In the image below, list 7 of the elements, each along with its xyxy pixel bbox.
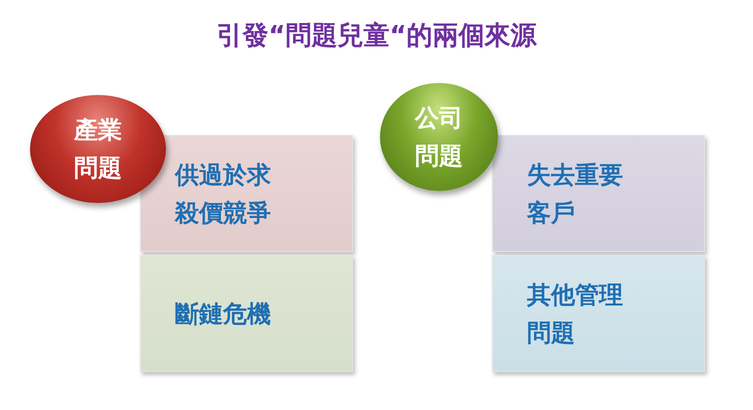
category-circle: 產業問題 [30, 95, 166, 203]
title: 引發“問題兒童“的兩個來源 [215, 20, 538, 53]
cause-box: 失去重要客戶 [492, 135, 705, 252]
category-circle: 公司問題 [380, 83, 498, 191]
cause-box: 其他管理問題 [492, 255, 705, 372]
cause-box: 供過於求殺價競爭 [140, 135, 353, 252]
cause-box: 斷鏈危機 [140, 255, 353, 372]
